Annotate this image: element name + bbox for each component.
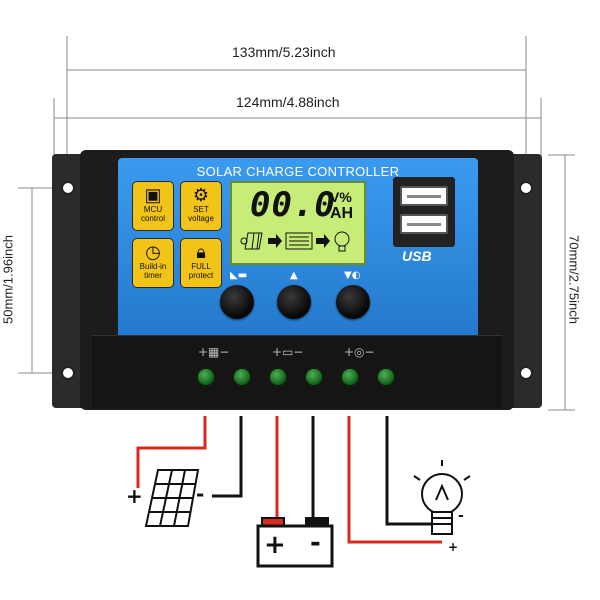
battery-terminal-sign: +▭− [272,345,304,359]
terminal-load-plus[interactable] [341,368,359,386]
lcd-display: 00.0 V% AH [230,181,366,265]
feature-protect: 🔒︎ FULL protect [180,238,222,288]
terminal-band [92,335,502,408]
mount-hole-bottom-left [61,366,75,380]
solar-plus-sign: + [126,484,143,508]
solar-black-wire [212,416,243,498]
clock-icon: ◷ [145,242,161,262]
terminal-load-minus[interactable] [377,368,395,386]
light-bulb-icon [413,460,471,535]
usb-port-2[interactable] [400,214,448,234]
terminal-battery-minus[interactable] [305,368,323,386]
lcd-unit-bottom: AH [330,205,354,222]
arrow-icon [268,234,282,248]
battery-minus-sign: - [310,528,321,558]
mount-hole-top-left [61,181,75,195]
load-red-wire [347,416,442,544]
arrow-icon-2 [316,234,330,248]
solar-panel-icon [144,469,200,527]
inner-width-label: 124mm/4.88inch [232,94,344,110]
usb-port-1[interactable] [400,186,448,206]
battery-icon [285,232,313,250]
terminal-solar-minus[interactable] [233,368,251,386]
panel-title: SOLAR CHARGE CONTROLLER [196,164,400,179]
outer-width-label: 133mm/5.23inch [228,44,340,60]
menu-button[interactable] [220,285,254,319]
solar-minus-sign: - [196,482,205,506]
down-button[interactable] [336,285,370,319]
lock-icon: 🔒︎ [196,242,206,262]
usb-logo: USB [402,248,432,264]
sun-panel-icon [240,232,263,250]
battery-plus-sign: + [264,530,286,560]
bulb-icon [334,231,350,252]
mount-hole-top-right [519,181,533,195]
feature-mcu: ▣ MCU control [132,181,174,231]
load-terminal-sign: +◎− [344,345,375,359]
up-icon: ▲ [290,270,298,281]
load-black-wire [385,416,442,526]
feature-timer: ◷ Build-in timer [132,238,174,288]
solar-red-wire [136,416,207,488]
terminal-solar-plus[interactable] [197,368,215,386]
down-load-icon: ▼◐ [344,270,361,281]
feature-set-voltage: ⚙ SET voltage [180,181,222,231]
load-plus-sign: + [448,540,459,554]
gear-icon: ⚙ [192,185,210,205]
load-minus-sign: - [458,508,464,524]
terminal-battery-plus[interactable] [269,368,287,386]
battery-icon-large [256,517,334,568]
chip-icon: ▣ [144,185,162,205]
lcd-value: 00.0 [250,185,336,225]
up-button[interactable] [277,285,311,319]
solar-terminal-sign: +▦− [198,345,230,359]
lcd-flow-icons [240,231,350,252]
lcd-unit-top: V% [330,189,352,205]
menu-icon: ◣▬ [230,270,248,281]
mount-hole-bottom-right [519,366,533,380]
